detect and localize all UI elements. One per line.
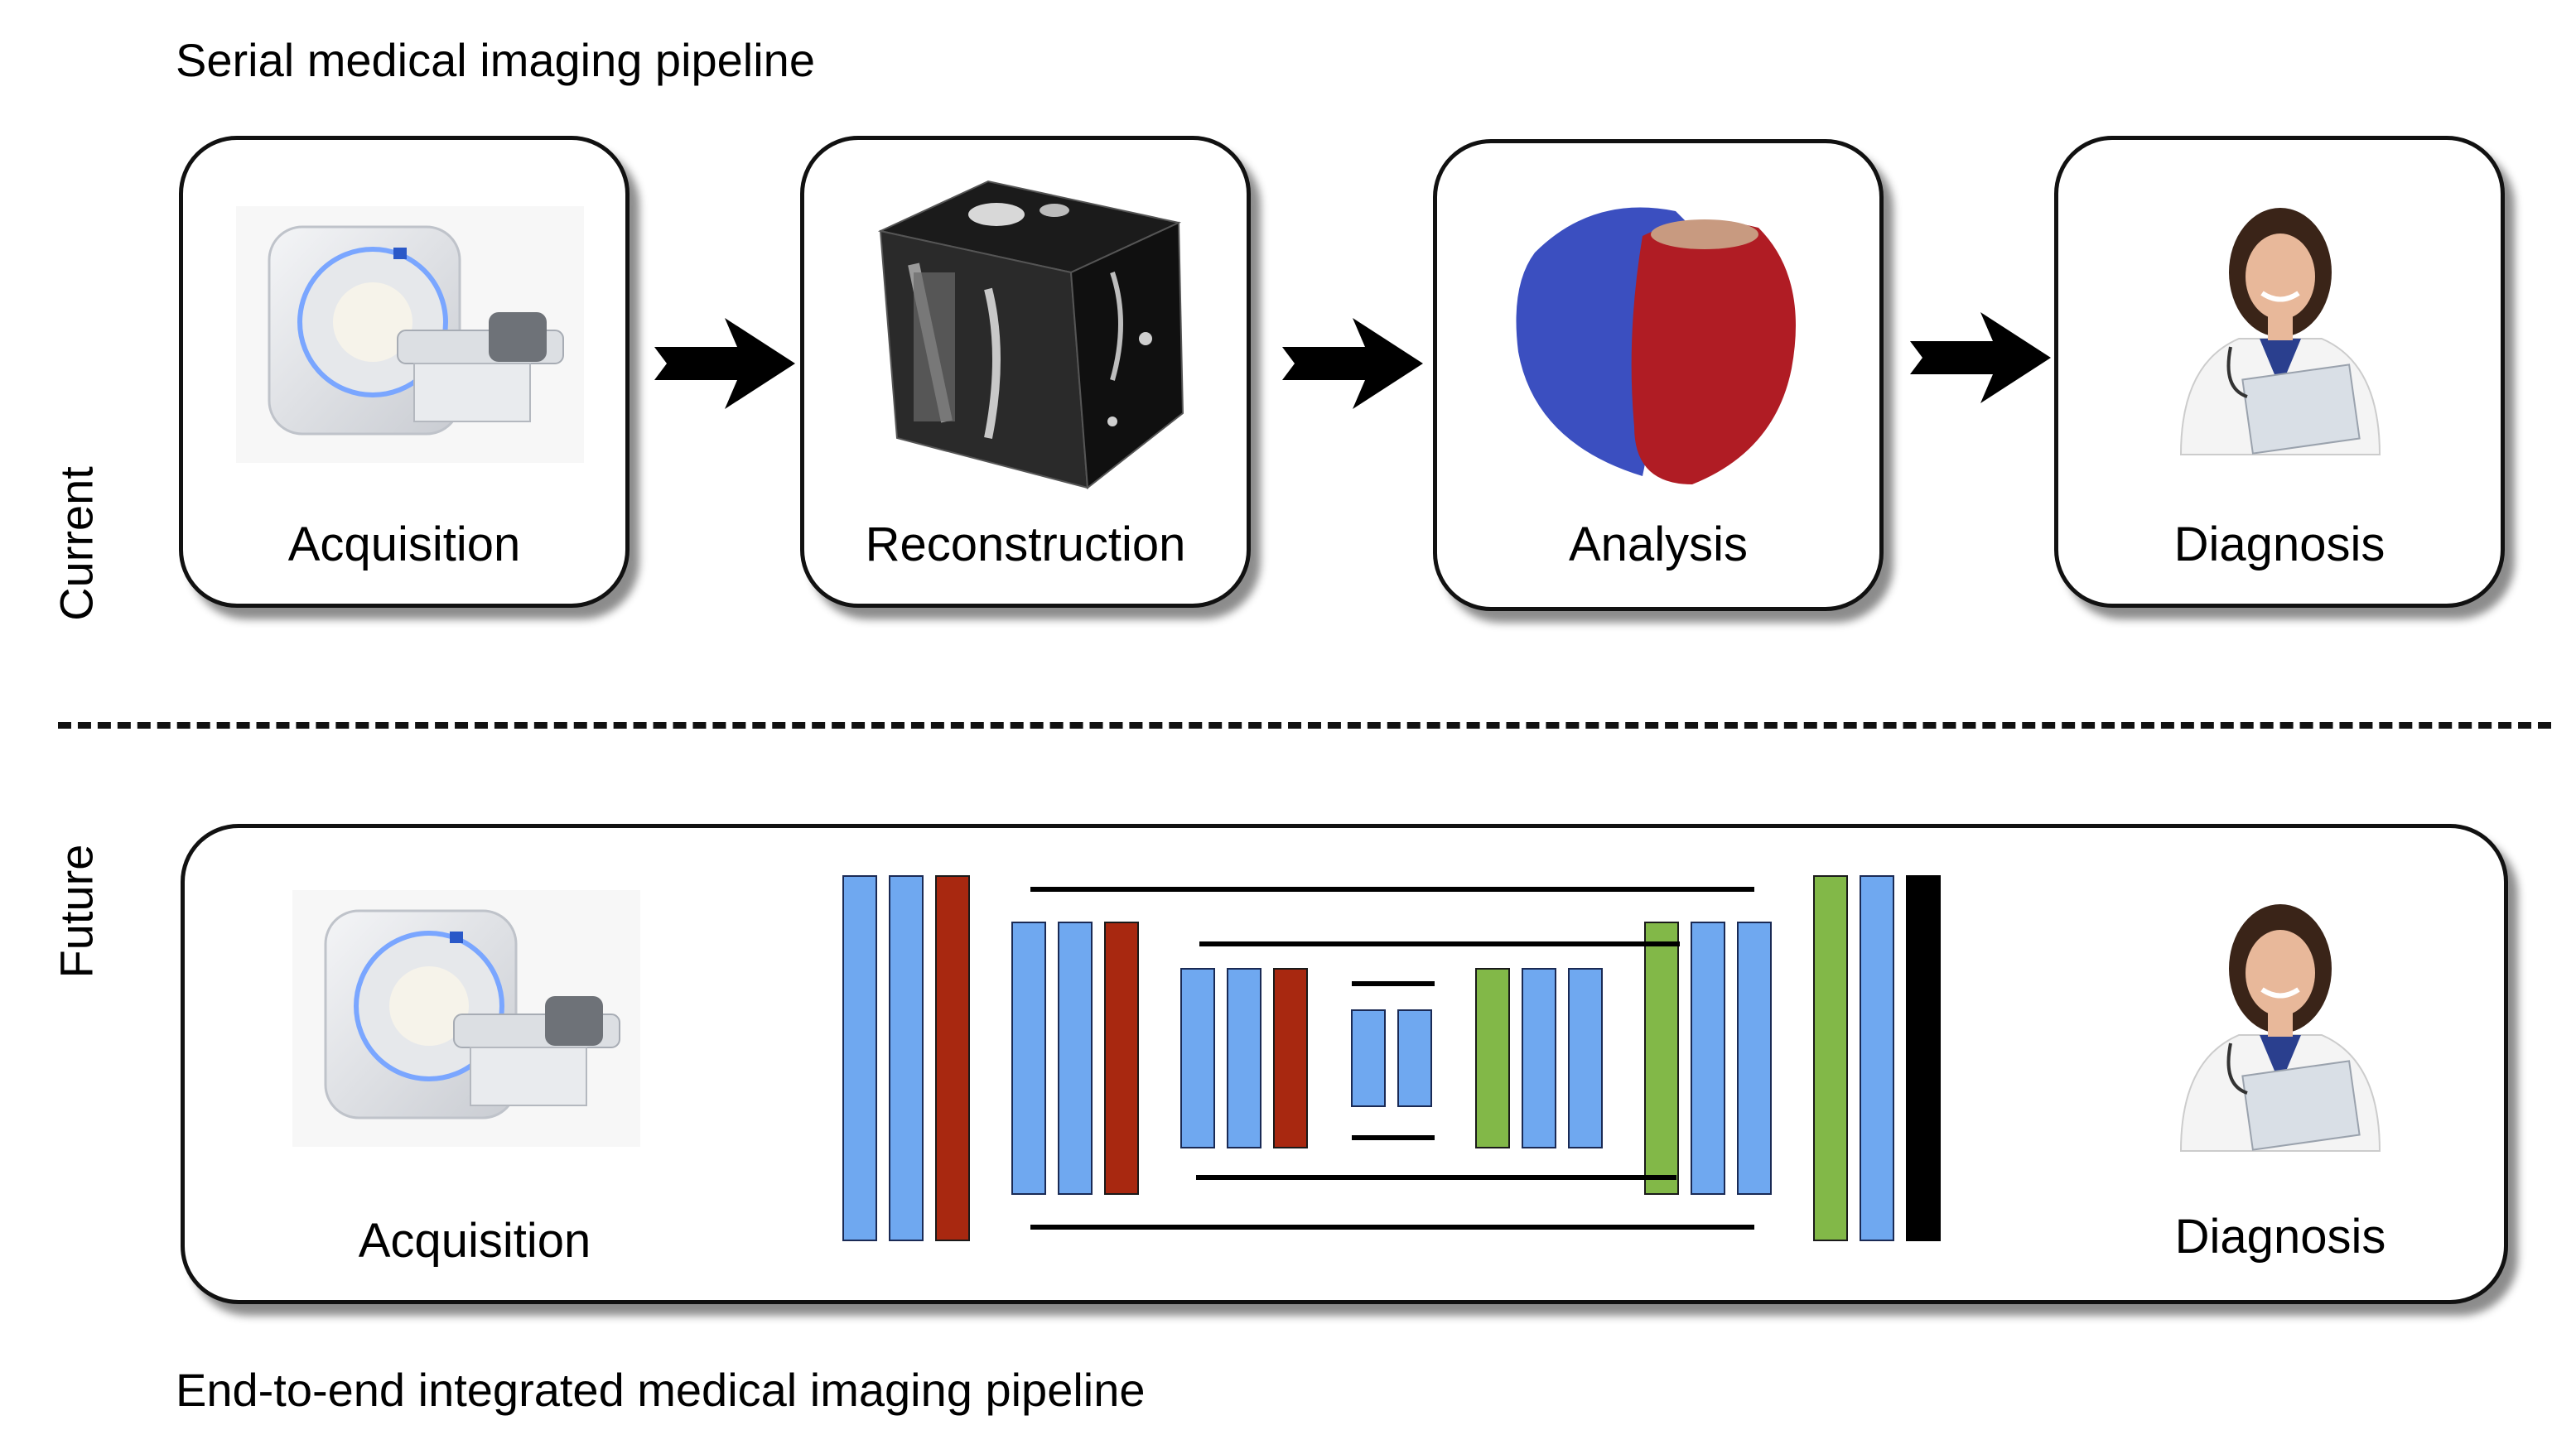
upsample-block [1475, 968, 1510, 1148]
step-label-acquisition: Acquisition [287, 518, 521, 571]
arrow-right-icon [1282, 318, 1423, 409]
upsample-block [1644, 922, 1679, 1195]
conv-block [1860, 875, 1894, 1241]
conv-block [1397, 1009, 1432, 1107]
pool-block [1104, 922, 1139, 1195]
section-divider [58, 722, 2551, 729]
heart-segmentation-icon [1516, 207, 1796, 484]
step-label-diagnosis: Diagnosis [2173, 518, 2385, 571]
conv-block [1737, 922, 1772, 1195]
conv-block [1058, 922, 1093, 1195]
step-card-diagnosis: Diagnosis [2054, 136, 2505, 608]
conv-block [889, 875, 924, 1241]
doctor-icon [2179, 208, 2381, 455]
pool-block [935, 875, 970, 1241]
pool-block [1273, 968, 1308, 1148]
output-block [1906, 875, 1941, 1241]
row-label-current: Current [50, 466, 103, 621]
step-card-acquisition: Acquisition [179, 136, 630, 608]
conv-block [1351, 1009, 1386, 1107]
doctor-icon [2179, 904, 2381, 1152]
top-title: Serial medical imaging pipeline [176, 34, 815, 86]
arrow-right-icon [654, 318, 795, 409]
conv-block [1522, 968, 1556, 1148]
bottom-title: End-to-end integrated medical imaging pi… [176, 1364, 1146, 1416]
ct-volume-cube-icon [877, 180, 1184, 489]
upsample-block [1813, 875, 1848, 1241]
future-label-diagnosis: Diagnosis [2174, 1210, 2386, 1264]
step-card-analysis: Analysis [1433, 139, 1884, 611]
conv-block [842, 875, 877, 1241]
future-label-acquisition: Acquisition [358, 1214, 591, 1268]
step-card-reconstruction: Reconstruction [800, 136, 1251, 608]
conv-block [1227, 968, 1261, 1148]
row-label-future: Future [50, 844, 103, 979]
conv-block [1568, 968, 1603, 1148]
mri-scanner-icon [236, 206, 584, 463]
end-to-end-card: Acquisition [181, 824, 2508, 1304]
mri-scanner-icon [292, 890, 640, 1147]
conv-block [1691, 922, 1725, 1195]
step-label-analysis: Analysis [1569, 518, 1748, 571]
unet-architecture-icon [842, 875, 1941, 1241]
conv-block [1011, 922, 1046, 1195]
conv-block [1180, 968, 1215, 1148]
arrow-right-icon [1910, 312, 2051, 403]
step-label-reconstruction: Reconstruction [865, 518, 1186, 571]
